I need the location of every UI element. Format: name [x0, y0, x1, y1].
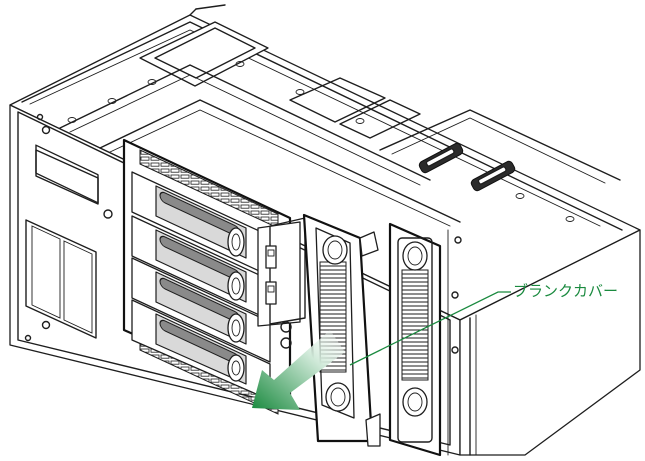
callout-label-blank-cover: ブランクカバー — [513, 282, 619, 300]
blank-cover-installed — [388, 222, 442, 457]
media-module — [257, 217, 306, 349]
blank-cover-removed — [302, 213, 381, 447]
drive-tray-2 — [131, 215, 271, 321]
drive-tray-1 — [131, 171, 271, 277]
chassis-right-details — [447, 229, 462, 456]
callout-leader — [349, 291, 511, 366]
front-left-panel — [24, 113, 113, 342]
removal-arrow — [252, 330, 345, 410]
drive-tray-4 — [131, 299, 271, 401]
drive-tray-3 — [131, 257, 271, 363]
internal-frame — [59, 21, 621, 227]
